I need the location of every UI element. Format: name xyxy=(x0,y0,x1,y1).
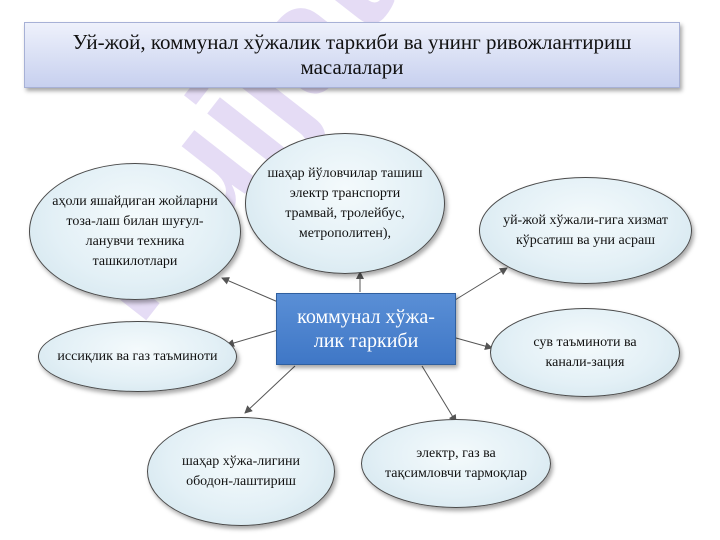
node-cleaning: аҳоли яшайдиган жойларни тоза-лаш билан … xyxy=(29,163,241,300)
arrow-to-networks xyxy=(421,365,457,423)
slide-title: Уй-жой, коммунал хўжалик таркиби ва унин… xyxy=(72,30,632,79)
node-networks: электр, газ ва тақсимловчи тармоқлар xyxy=(361,419,551,508)
center-node: коммунал хўжа-лик таркиби xyxy=(276,293,456,365)
node-landscaping: шаҳар хўжа-лигини ободон-лаштириш xyxy=(147,417,335,526)
slide-title-bar: Уй-жой, коммунал хўжалик таркиби ва унин… xyxy=(24,22,680,88)
arrow-to-housing xyxy=(454,267,508,301)
arrow-to-water xyxy=(455,337,493,350)
node-transport: шаҳар йўловчилар ташиш электр транспорти… xyxy=(245,133,445,274)
arrow-to-cleaning xyxy=(221,277,279,303)
arrow-to-heating xyxy=(226,329,279,347)
node-water: сув таъминоти ва канали-зация xyxy=(490,308,680,397)
arrow-to-landscaping xyxy=(244,365,296,414)
node-housing: уй-жой хўжали-гига хизмат кўрсатиш ва ун… xyxy=(479,177,692,284)
node-heating: иссиқлик ва газ таъминоти xyxy=(38,321,237,392)
